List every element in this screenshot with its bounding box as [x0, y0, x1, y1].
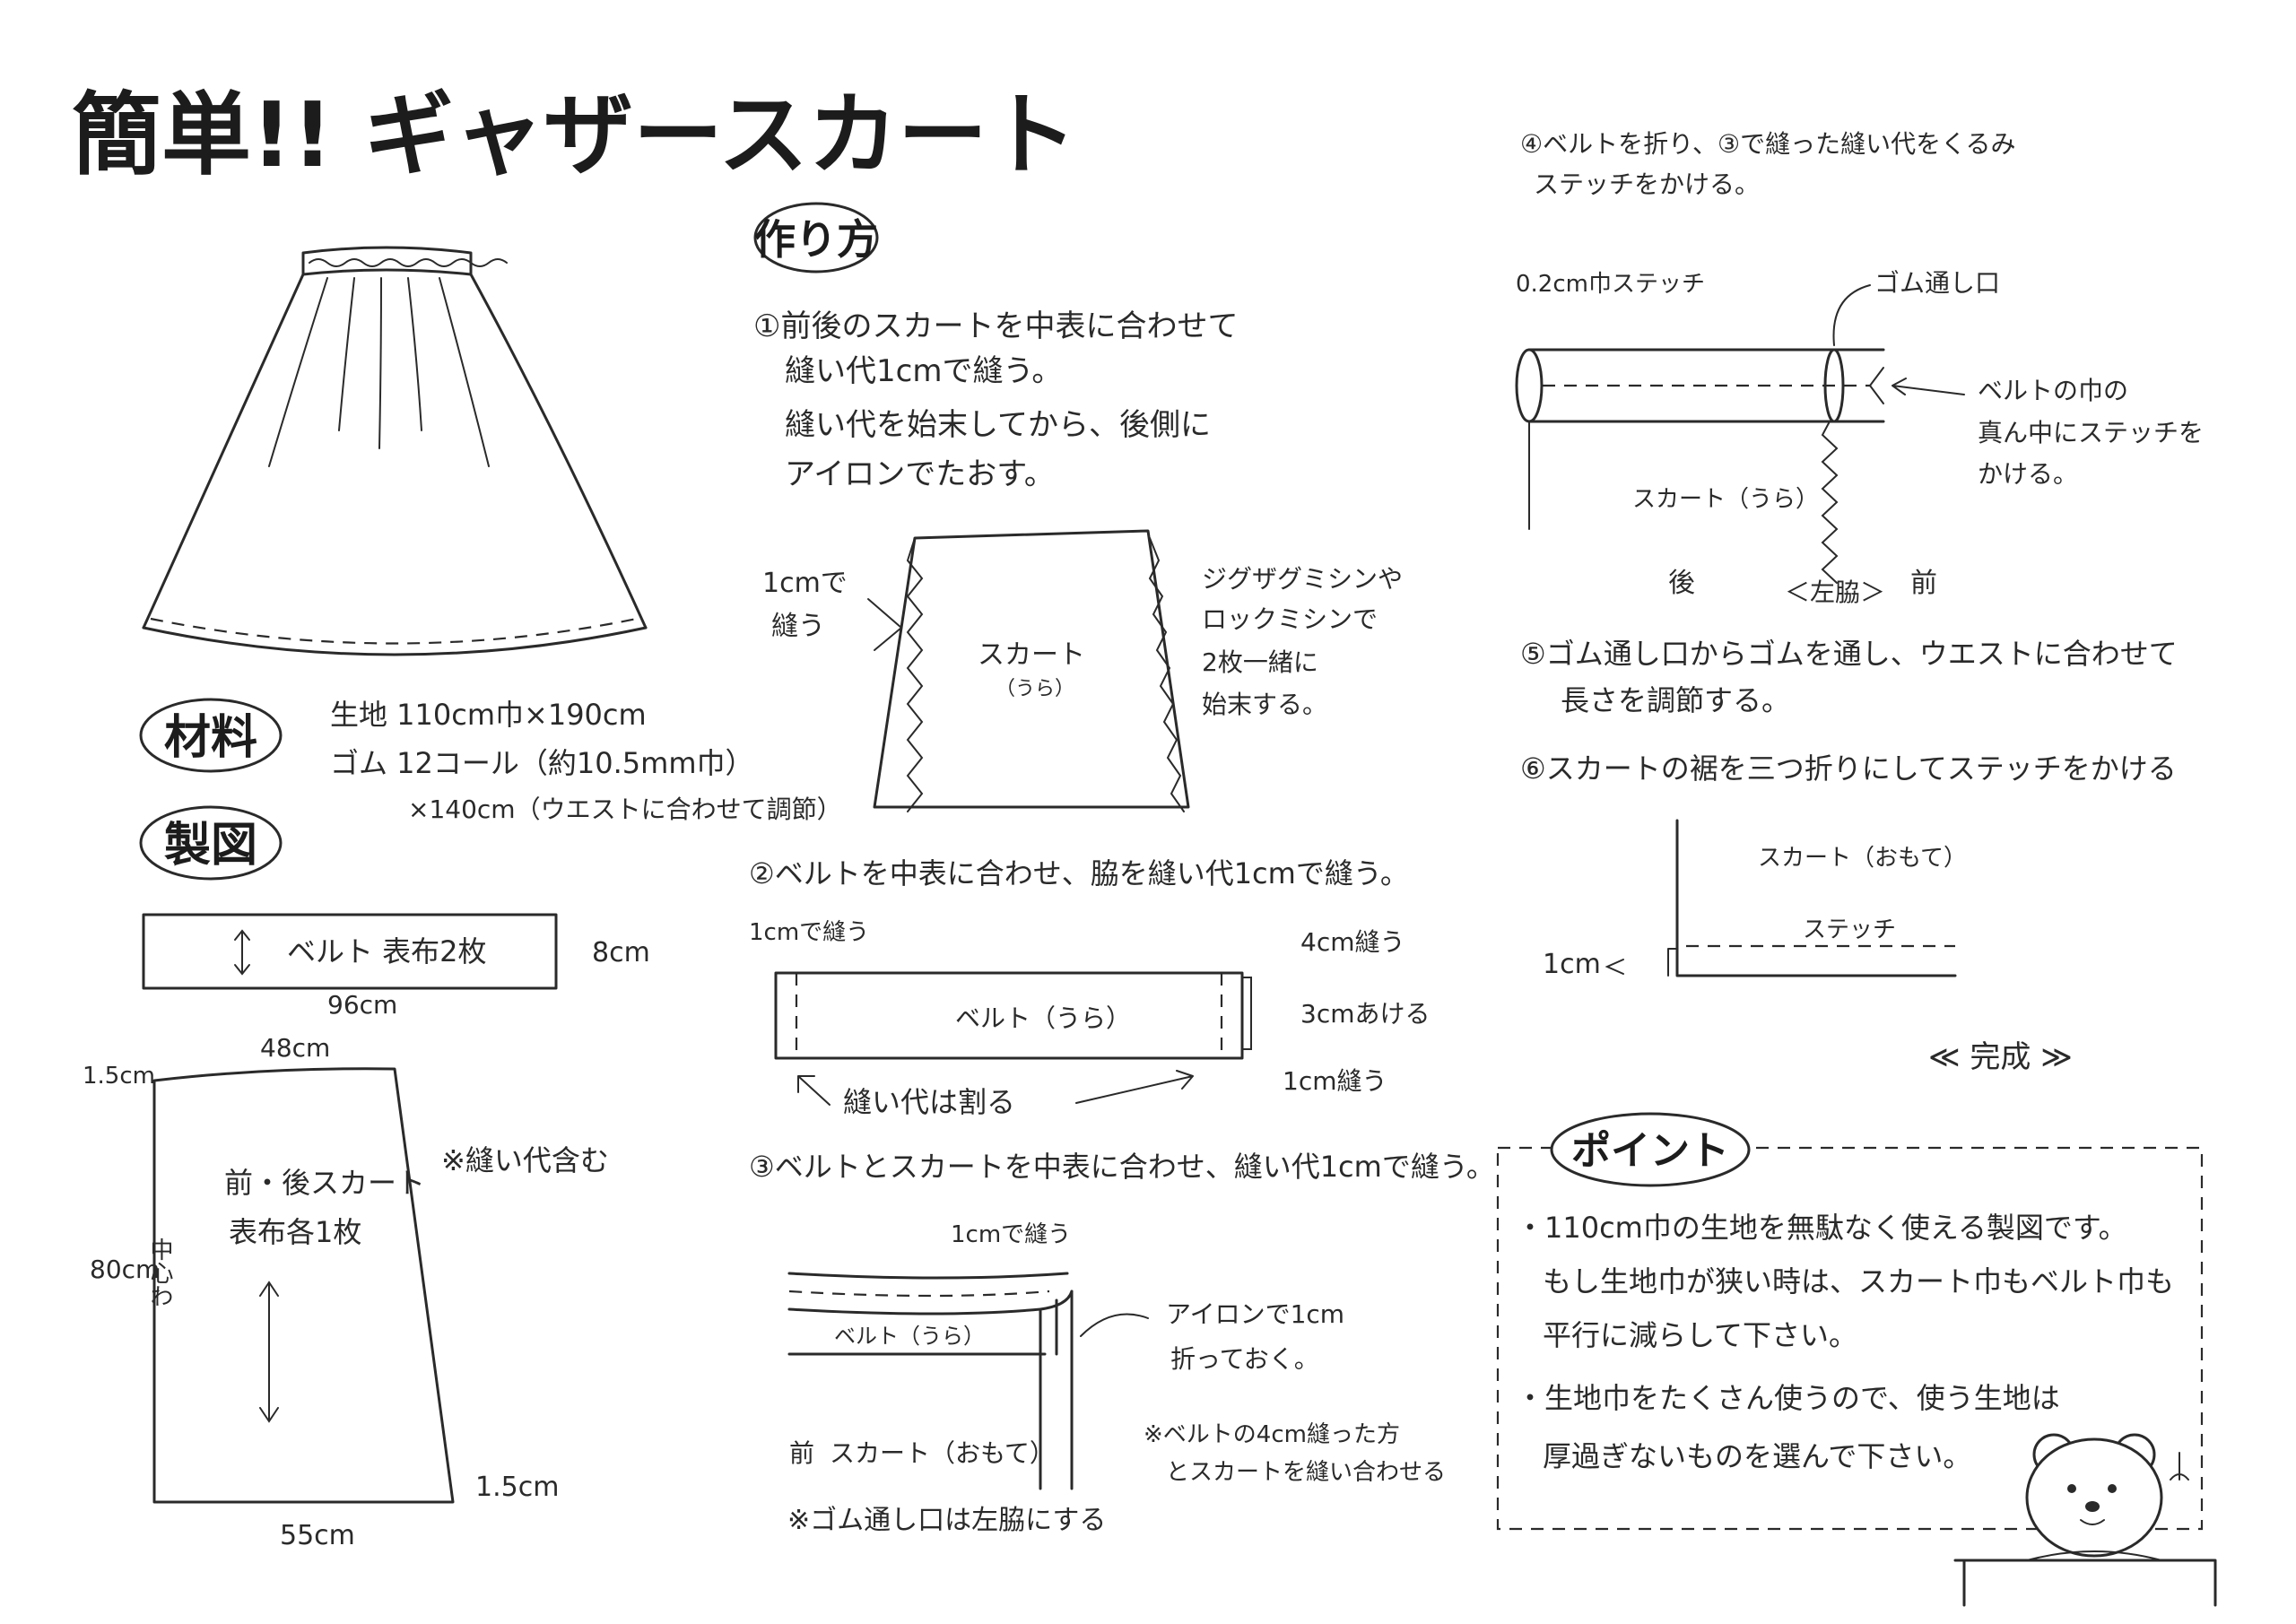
- materials-heading: 材料: [164, 711, 257, 765]
- materials-elastic: ゴム 12コール（約10.5mm巾）: [330, 746, 754, 780]
- skirt-piece-label-2: 表布各1枚: [229, 1215, 361, 1249]
- step1-line-3: 縫い代を始末してから、後側に: [785, 407, 1211, 443]
- step-4: ④ベルトを折り、③で縫った縫い代をくるみ ステッチをかける。 0.2cm巾ステッ…: [1515, 129, 2204, 607]
- step6-text: ⑥スカートの裾を三つ折りにしてステッチをかける: [1520, 751, 2177, 786]
- materials-elastic-length: ×140cm（ウエストに合わせて調節）: [408, 795, 842, 824]
- step2-sew-4cm: 4cm縫う: [1300, 927, 1405, 957]
- step4-side: ＜左脇＞: [1785, 578, 1885, 607]
- materials-section: 材料 生地 110cm巾×190cm ゴム 12コール（約10.5mm巾） ×1…: [139, 698, 842, 824]
- step5-line-2: 長さを調節する。: [1561, 683, 1790, 717]
- step4-line-2: ステッチをかける。: [1534, 169, 1760, 199]
- skirt-top-rise: 1.5cm: [83, 1063, 155, 1090]
- step4-center-2: 真ん中にステッチを: [1978, 418, 2204, 447]
- step4-stitch: 0.2cm巾ステッチ: [1516, 271, 1705, 298]
- step4-elastic-opening: ゴム通し口: [1874, 268, 2000, 298]
- step6-stitch: ステッチ: [1803, 916, 1896, 943]
- step5-line-1: ⑤ゴム通し口からゴムを通し、ウエストに合わせて: [1520, 637, 2178, 671]
- step-3: ③ベルトとスカートを中表に合わせ、縫い代1cmで縫う。 1cmで縫う ベルト（う…: [749, 1150, 1495, 1536]
- step4-front: 前: [1910, 568, 1937, 599]
- skirt-bottom-width: 55cm: [280, 1520, 355, 1551]
- step2-split: 縫い代は割る: [843, 1085, 1015, 1119]
- step1-line-2: 縫い代1cmで縫う。: [785, 353, 1062, 389]
- pattern-section: 製図 ベルト 表布2枚 8cm 96cm 48cm 1.5cm 前・後スカート …: [83, 805, 650, 1551]
- step1-sew-2: 縫う: [771, 611, 825, 642]
- skirt-top-width: 48cm: [260, 1033, 330, 1063]
- step4-back: 後: [1668, 568, 1695, 599]
- skirt-piece-label-1: 前・後スカート: [224, 1166, 425, 1200]
- point-line-3: 平行に減らして下さい。: [1543, 1318, 1857, 1352]
- step2-open-3cm: 3cmあける: [1300, 999, 1431, 1029]
- point-line-4: ・生地巾をたくさん使うので、使う生地は: [1516, 1381, 2060, 1415]
- howto-heading: 作り方: [754, 215, 878, 264]
- bear-illustration: [1953, 1433, 2217, 1607]
- step2-sew-1cm: 1cm縫う: [1283, 1066, 1387, 1096]
- point-line-1: ・110cm巾の生地を無駄なく使える製図です。: [1516, 1211, 2127, 1245]
- step1-skirt: スカート: [978, 639, 1085, 671]
- step6-width: 1cm: [1543, 949, 1601, 980]
- step3-iron-2: 折っておく。: [1170, 1344, 1319, 1374]
- step2-text: ②ベルトを中表に合わせ、脇を縫い代1cmで縫う。: [749, 856, 1409, 890]
- step6-skirt: スカート（おもて）: [1758, 845, 1967, 872]
- skirt-length: 80cm: [90, 1255, 160, 1284]
- page-title: 簡単!! ギャザースカート: [72, 83, 1077, 187]
- completed-label: ≪ 完成 ≫: [1928, 1039, 2073, 1075]
- step3-sew: 1cmで縫う: [951, 1221, 1071, 1248]
- step3-elastic-note: ※ゴム通し口は左脇にする: [787, 1505, 1106, 1536]
- belt-width: 96cm: [327, 990, 397, 1020]
- step3-note-1: ※ベルトの4cm縫った方: [1144, 1421, 1400, 1448]
- step1-zigzag-2: ロックミシンで: [1202, 604, 1378, 634]
- step1-skirt-sub: （うら）: [996, 678, 1074, 700]
- step3-iron-1: アイロンで1cm: [1166, 1299, 1344, 1329]
- point-heading: ポイント: [1571, 1128, 1729, 1174]
- seam-allowance-note: ※縫い代含む: [441, 1143, 609, 1177]
- step2-belt: ベルト（うら）: [955, 1003, 1131, 1033]
- step-1: ①前後のスカートを中表に合わせて 縫い代1cmで縫う。 縫い代を始末してから、後…: [753, 308, 1403, 812]
- step3-front: 前: [789, 1438, 814, 1468]
- point-line-5: 厚過ぎないものを選んで下さい。: [1543, 1439, 1971, 1473]
- step3-text: ③ベルトとスカートを中表に合わせ、縫い代1cmで縫う。: [749, 1150, 1495, 1184]
- belt-height: 8cm: [592, 937, 650, 968]
- step2-sew-left: 1cmで縫う: [749, 919, 869, 946]
- step1-zigzag-4: 始末する。: [1202, 690, 1327, 719]
- center-fold-label: 中心わ: [146, 1238, 173, 1307]
- step3-belt: ベルト（うら）: [834, 1324, 985, 1349]
- step3-skirt: スカート（おもて）: [830, 1438, 1055, 1468]
- pattern-heading: 製図: [164, 819, 257, 873]
- step1-zigzag-1: ジグザグミシンや: [1202, 564, 1403, 594]
- step1-zigzag-3: 2枚一緒に: [1202, 647, 1318, 677]
- step4-center-3: かける。: [1978, 459, 2078, 489]
- step3-note-2: とスカートを縫い合わせる: [1166, 1459, 1446, 1486]
- step4-line-1: ④ベルトを折り、③で縫った縫い代をくるみ: [1520, 129, 2016, 159]
- step4-skirt: スカート（うら）: [1632, 486, 1819, 513]
- materials-fabric: 生地 110cm巾×190cm: [330, 698, 647, 732]
- step1-line-4: アイロンでたおす。: [785, 456, 1055, 492]
- step4-center-1: ベルトの巾の: [1978, 376, 2128, 405]
- belt-piece-label: ベルト 表布2枚: [287, 934, 487, 968]
- skirt-bottom-rise: 1.5cm: [475, 1472, 559, 1503]
- step-2: ②ベルトを中表に合わせ、脇を縫い代1cmで縫う。 1cmで縫う 4cm縫う 3c…: [749, 856, 1431, 1119]
- step-6: ⑥スカートの裾を三つ折りにしてステッチをかける スカート（おもて） ステッチ 1…: [1520, 751, 2177, 980]
- point-line-2: もし生地巾が狭い時は、スカート巾もベルト巾も: [1543, 1264, 2174, 1298]
- point-box: ポイント ・110cm巾の生地を無駄なく使える製図です。 もし生地巾が狭い時は、…: [1496, 1112, 2217, 1607]
- step1-line-1: ①前後のスカートを中表に合わせて: [753, 308, 1238, 344]
- skirt-illustration: [142, 246, 648, 656]
- step1-sew-1: 1cmで: [762, 568, 848, 599]
